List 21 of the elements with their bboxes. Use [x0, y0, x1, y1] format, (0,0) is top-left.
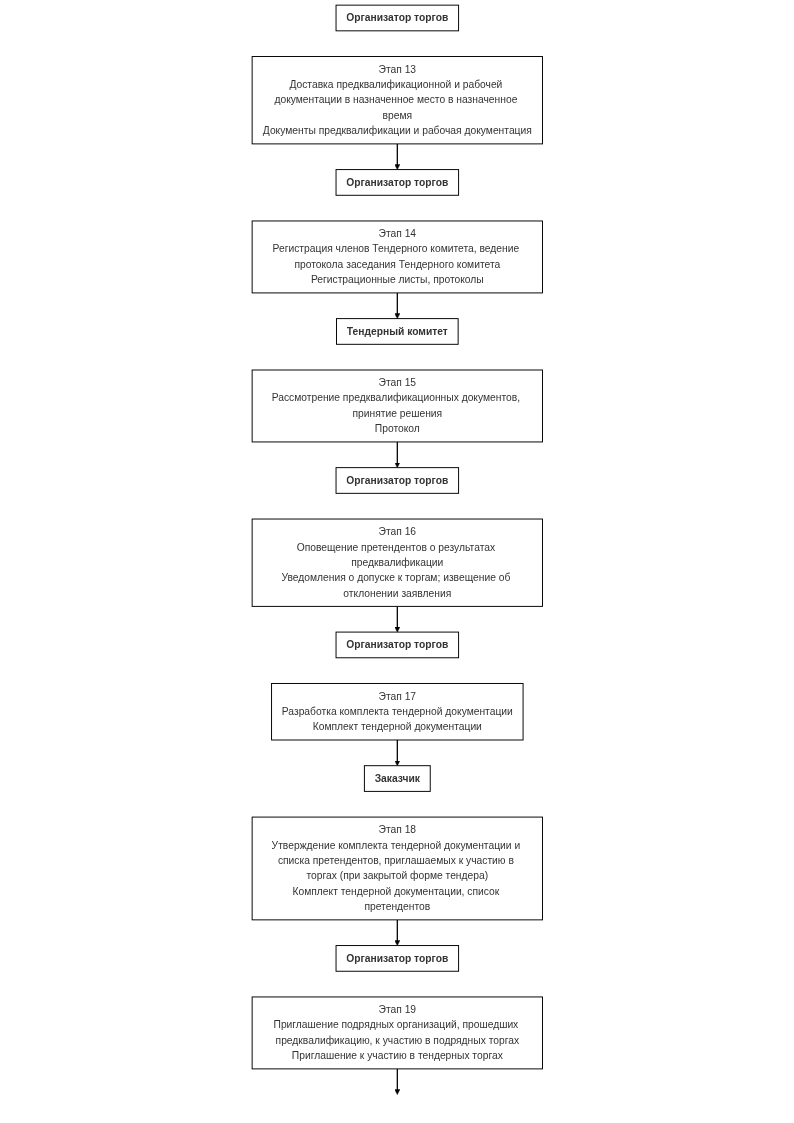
- node-box: Этап 18 Утверждение комплекта тендерной документации и списка претендентов, приглашаемых к участию в торгах (при закрытой форме тендера) Комплект тендерной документации, список претендентов: [251, 816, 543, 921]
- arrow: [394, 739, 400, 766]
- node-box: Организатор торгов: [335, 945, 459, 972]
- arrow: [394, 441, 400, 468]
- arrow: [394, 143, 400, 170]
- node-box: Этап 16 Оповещение претендентов о результатах предквалификации Уведомления о допуске к торгам; извещение об отклонении заявления: [251, 518, 543, 607]
- arrow: [394, 919, 400, 946]
- node-box: Этап 15 Рассмотрение предквалификационных документов, принятие решения Протокол: [251, 369, 543, 443]
- arrow: [394, 605, 400, 633]
- arrow: [394, 1068, 400, 1095]
- node-box: Этап 14 Регистрация членов Тендерного комитета, ведение протокола заседания Тендерного комитета Регистрационные листы, протоколы: [251, 220, 543, 294]
- node-box: Заказчик: [363, 765, 431, 792]
- node-box: Организатор торгов: [335, 631, 459, 659]
- node-box: Организатор торгов: [335, 467, 459, 494]
- node-box: Организатор торгов: [335, 169, 459, 196]
- arrow: [394, 292, 400, 319]
- node-box: Этап 17 Разработка комплекта тендерной документации Комплект тендерной документации: [270, 683, 524, 741]
- node-box: Этап 19 Приглашение подрядных организаций, прошедших предквалификацию, к участию в подрядных торгах Приглашение к участию в тендерных торгах: [251, 996, 543, 1070]
- node-box: Этап 13 Доставка предквалификационной и рабочей документации в назначенное место в назначенное время Документы предквалификации и рабочая документация: [251, 56, 543, 145]
- node-box: Организатор торгов: [335, 4, 459, 32]
- node-box: Тендерный комитет: [335, 318, 459, 345]
